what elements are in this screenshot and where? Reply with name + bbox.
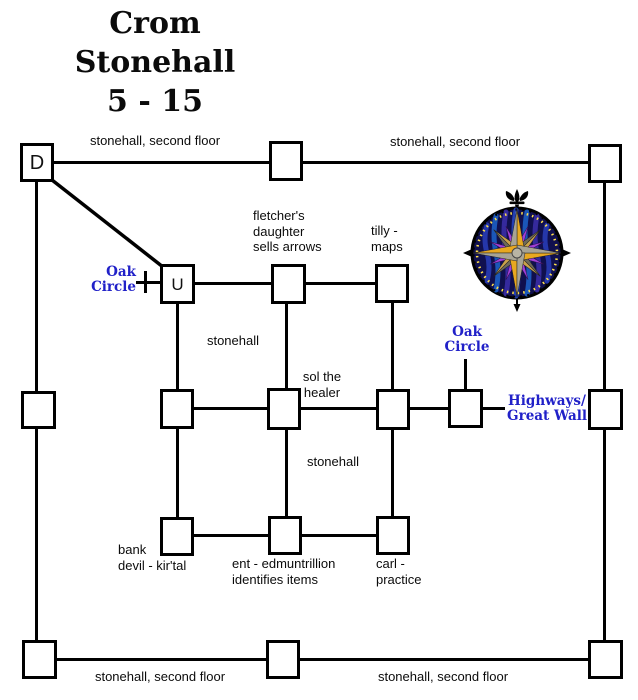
room-tilly-maps [375, 264, 409, 303]
room-ent-identifier [268, 516, 302, 555]
map-title-line-3: 5 - 15 [107, 84, 203, 119]
room-fletchers-daughter [271, 264, 306, 304]
exit-label-oak-circle-west: Oak Circle [84, 265, 136, 294]
poi-label-sol: sol the healer [293, 369, 351, 400]
exit-label-oak-circle-east-line1: Oak [452, 324, 482, 340]
room-top-right [588, 144, 622, 183]
poi-label-ent: ent - edmuntrillion identifies items [232, 556, 335, 587]
poi-label-ent-line1: ent - edmuntrillion [232, 556, 336, 571]
map-title: Crom Stonehall 5 - 15 [30, 4, 280, 121]
street-label-stonehall-upper: stonehall [206, 333, 260, 348]
poi-label-fletcher-line2: daughter [253, 223, 305, 239]
exit-label-oak-circle-west-line1: Oak [106, 264, 136, 280]
poi-label-bank: bank devil - kir'tal [118, 542, 186, 573]
poi-label-tilly-line2: maps [371, 238, 403, 254]
poi-label-ent-line2: identifies items [232, 571, 318, 587]
exit-marker-west-cross [144, 271, 147, 293]
exit-label-highways-line1: Highways/ [508, 393, 586, 409]
poi-label-bank-line1: bank [118, 542, 147, 557]
room-bank-devil [160, 517, 194, 556]
stairs-down-label: D [29, 151, 45, 174]
poi-label-sol-line1: sol the [302, 369, 342, 384]
poi-label-fletcher-line1: fletcher's [253, 208, 305, 223]
room-east-middle [588, 389, 623, 430]
exit-label-oak-circle-west-line2: Circle [91, 278, 136, 295]
exit-marker-west-horizontal [136, 281, 162, 284]
poi-label-bank-line2: devil - kir'tal [118, 557, 187, 573]
room-sol-healer [267, 388, 301, 430]
street-label-stonehall-lower: stonehall [306, 454, 360, 469]
poi-label-fletcher-line3: sells arrows [253, 239, 322, 254]
passage-top-street [37, 161, 605, 164]
stairs-up-label: U [171, 274, 184, 294]
room-stairs-down: D [20, 143, 54, 182]
room-bottom-right [588, 640, 623, 679]
poi-label-tilly-line1: tilly - [371, 223, 398, 238]
fleur-de-lis-icon [505, 189, 529, 210]
street-label-top-right: stonehall, second floor [389, 134, 521, 149]
street-label-top-left: stonehall, second floor [89, 133, 221, 148]
passage-bottom-street [37, 658, 605, 661]
exit-label-oak-circle-east-line2: Circle [444, 338, 490, 355]
room-top-middle [269, 141, 303, 181]
compass-rose-icon [463, 189, 571, 312]
poi-label-fletcher: fletcher's daughter sells arrows [253, 208, 322, 255]
exit-label-highways-line2: Great Wall [507, 407, 587, 424]
poi-label-carl-line1: carl - [376, 556, 405, 571]
room-west-middle [21, 391, 56, 429]
room-bottom-left [22, 640, 57, 679]
exit-label-highways: Highways/ Great Wall [506, 394, 588, 423]
passage-row-middle [176, 407, 505, 410]
room-middle-east [376, 389, 410, 430]
poi-label-carl-line2: practice [376, 571, 422, 587]
poi-label-carl: carl - practice [376, 556, 422, 587]
poi-label-sol-line2: healer [303, 384, 341, 400]
room-bottom-middle [266, 640, 300, 679]
exit-label-oak-circle-east: Oak Circle [438, 325, 496, 354]
room-oak-circle-exit [448, 389, 483, 428]
room-carl-practice [376, 516, 410, 555]
room-stairs-up: U [160, 264, 195, 304]
passage-oak-circle-north [464, 359, 467, 408]
street-label-bottom-right: stonehall, second floor [377, 669, 509, 684]
room-middle-west [160, 389, 194, 429]
map-title-line-1: Crom [109, 6, 201, 41]
map-title-line-2: Stonehall [74, 45, 236, 80]
poi-label-tilly: tilly - maps [371, 223, 403, 254]
street-label-bottom-left: stonehall, second floor [94, 669, 226, 684]
